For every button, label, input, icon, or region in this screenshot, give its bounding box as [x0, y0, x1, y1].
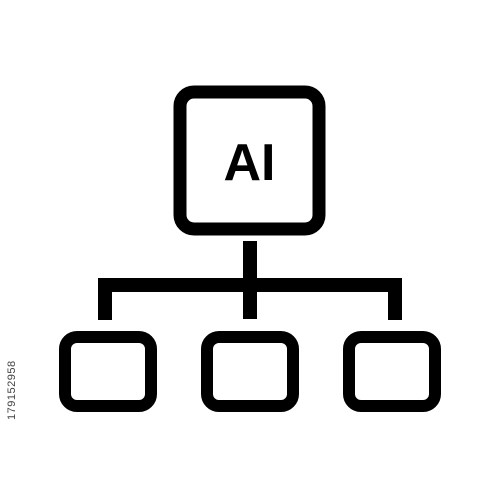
ai-box [173, 85, 326, 236]
ai-label: AI [224, 134, 276, 192]
child-box-right [343, 331, 441, 412]
child-box-left [59, 331, 157, 412]
child-box-center [201, 331, 299, 412]
stock-image-id: 179152958 [6, 360, 18, 420]
right-branch-connector [388, 278, 402, 320]
left-branch-connector [98, 278, 112, 320]
branch-bar [98, 278, 402, 292]
